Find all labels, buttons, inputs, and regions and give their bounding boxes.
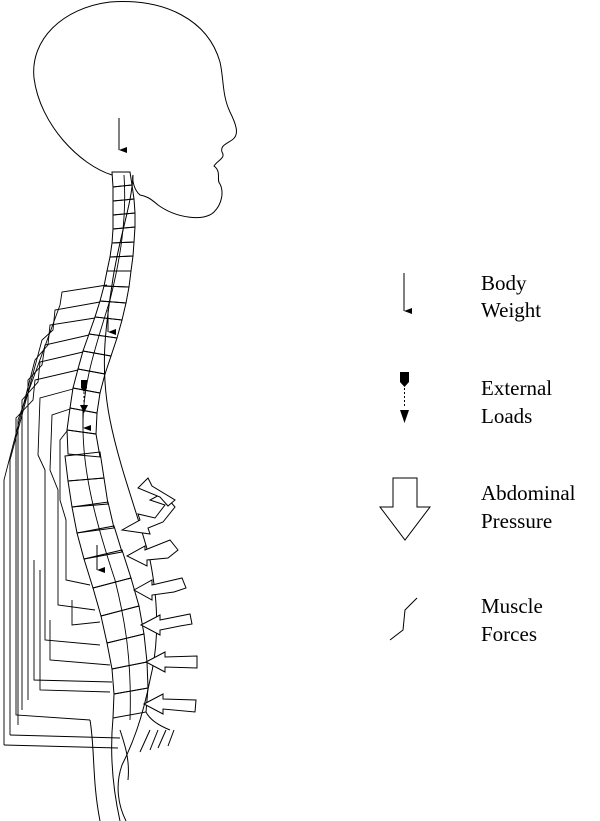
legend-muscle-forces-line2: Forces bbox=[481, 622, 537, 646]
external-load-icon bbox=[400, 372, 409, 423]
legend-body-weight-line2: Weight bbox=[481, 298, 541, 322]
legend-label-external-loads: External Loads bbox=[481, 376, 557, 428]
spine-column bbox=[65, 172, 148, 720]
legend-external-loads-line2: Loads bbox=[481, 404, 532, 428]
abdominal-pressure-arrows bbox=[122, 478, 197, 714]
legend-body-weight-line1: Body bbox=[481, 271, 527, 295]
head-outline bbox=[34, 2, 237, 218]
legend-label-abdominal-pressure: Abdominal Pressure bbox=[481, 481, 581, 533]
spine-external-load-arrows bbox=[80, 380, 88, 413]
muscle-force-icon bbox=[390, 598, 417, 640]
pelvis-outline bbox=[90, 712, 174, 821]
spine-weight-arrows bbox=[83, 118, 119, 570]
legend-label-body-weight: Body Weight bbox=[481, 271, 541, 322]
legend-muscle-forces-line1: Muscle bbox=[481, 594, 543, 618]
legend-abdominal-pressure-line1: Abdominal bbox=[481, 481, 576, 505]
legend-label-muscle-forces: Muscle Forces bbox=[481, 594, 548, 646]
abdominal-pressure-icon bbox=[380, 478, 430, 540]
legend-external-loads-line1: External bbox=[481, 376, 552, 400]
legend-abdominal-pressure-line2: Pressure bbox=[481, 509, 552, 533]
